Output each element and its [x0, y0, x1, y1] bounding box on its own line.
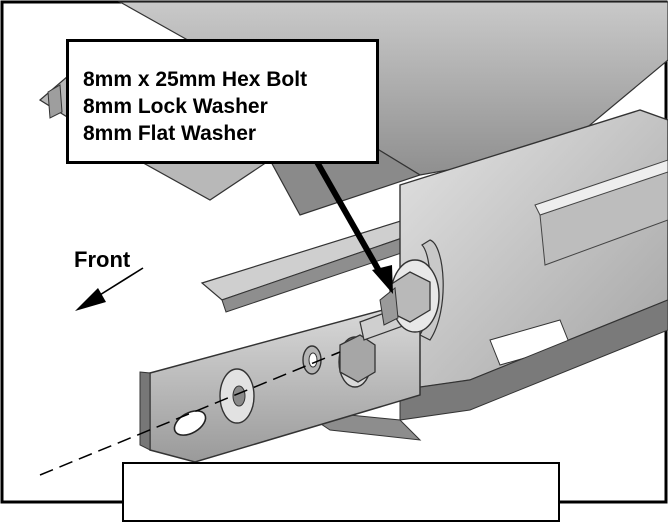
callout-line-bolt: 8mm x 25mm Hex Bolt [83, 68, 308, 91]
hex-bolt-assembly [338, 259, 440, 388]
flat-washer [219, 368, 255, 424]
lock-washer [302, 345, 322, 375]
callout-line-flat-washer: 8mm Flat Washer [83, 122, 257, 145]
hardware-callout-box: 8mm x 25mm Hex Bolt 8mm Lock Washer 8mm … [66, 39, 379, 164]
install-axis-line [39, 351, 341, 476]
front-label: Front [74, 247, 131, 272]
front-direction-arrow [75, 267, 144, 311]
mounting-plate [299, 109, 668, 441]
bottom-caption-box [122, 462, 560, 522]
callout-line-lock-washer: 8mm Lock Washer [83, 95, 268, 118]
callout-leader-arrow [314, 160, 393, 294]
assembly-illustration [0, 0, 668, 504]
